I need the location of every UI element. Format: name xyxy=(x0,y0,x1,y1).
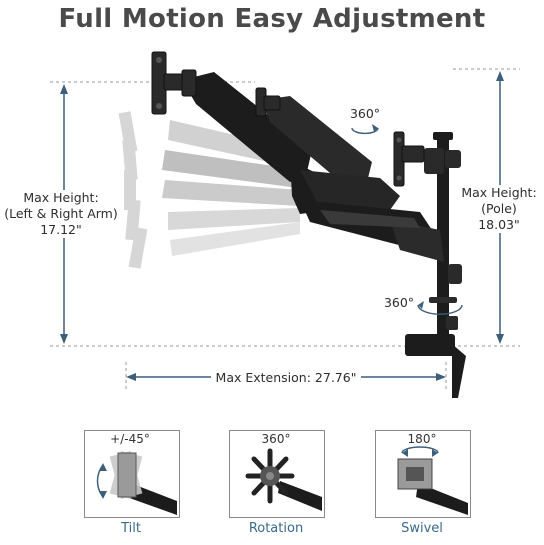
page-title: Full Motion Easy Adjustment xyxy=(58,4,486,34)
rotation-degree: 360° xyxy=(246,432,306,446)
swivel-box xyxy=(375,430,471,518)
top-rotation-label: 360° xyxy=(349,106,381,121)
rotation-caption: Rotation xyxy=(248,521,304,536)
right-height-label: Max Height: (Pole) 18.03" xyxy=(454,185,544,233)
pole xyxy=(405,132,466,398)
vesa-brackets xyxy=(151,51,425,187)
tilt-caption: Tilt xyxy=(121,521,141,536)
rotation-arcs xyxy=(351,127,463,315)
swivel-caption: Swivel xyxy=(401,521,443,536)
left-height-label: Max Height: (Left & Right Arm) 17.12" xyxy=(0,190,122,238)
monitor-arm-illustration xyxy=(50,51,520,398)
tilt-icon xyxy=(96,450,177,515)
main-arms xyxy=(182,72,444,262)
swivel-degree: 180° xyxy=(392,432,452,446)
vesa-details xyxy=(156,57,402,181)
tilt-degree: +/-45° xyxy=(100,432,160,446)
rotation-icon xyxy=(245,448,322,511)
ghost-monitors xyxy=(118,111,148,269)
extension-label: Max Extension: 27.76" xyxy=(211,370,361,386)
pole-rotation-label: 360° xyxy=(383,295,415,310)
swivel-icon xyxy=(397,446,468,515)
